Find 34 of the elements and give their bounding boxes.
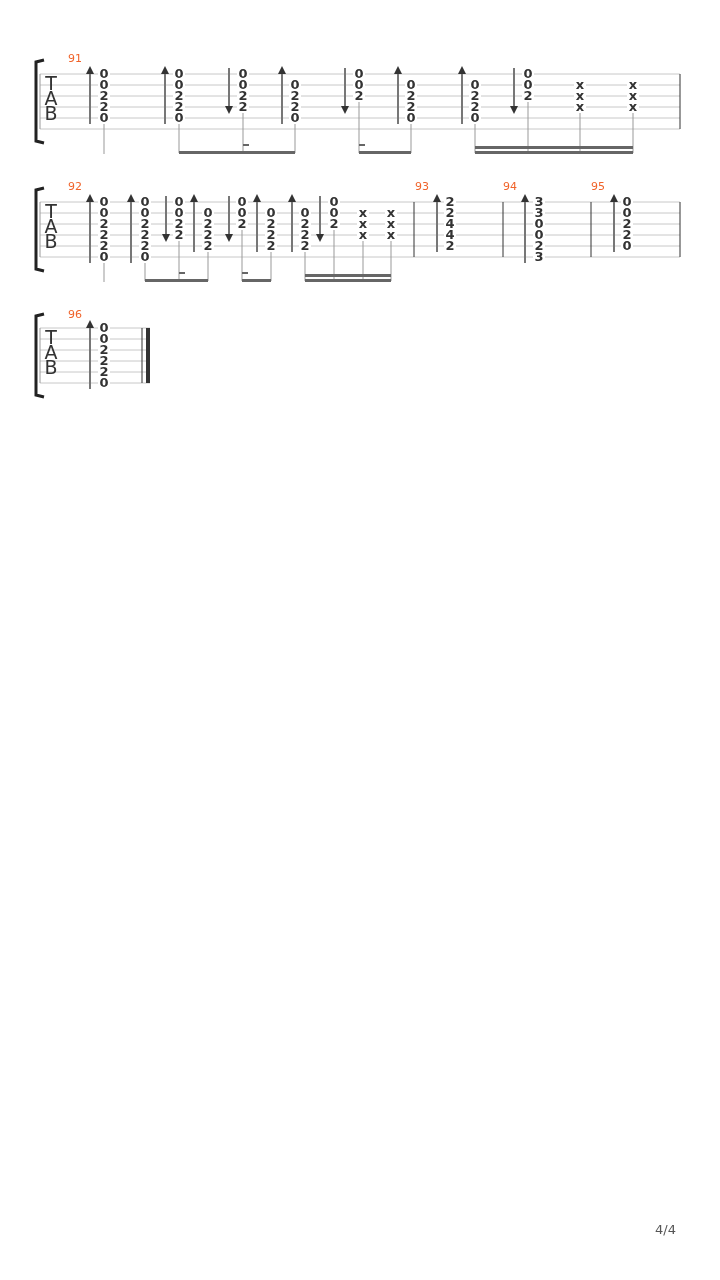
fret-numbers: 0 2 2 0 [405, 79, 417, 123]
fret-numbers: 0 0 2 [236, 196, 248, 229]
fret-numbers: 0 0 2 2 [173, 196, 185, 240]
fret-numbers: 2 2 4 4 2 [444, 196, 456, 251]
fret-numbers: 0 0 2 2 2 0 [139, 196, 151, 262]
fret-numbers: 0 2 2 0 [469, 79, 481, 123]
fret-numbers: 0 2 2 0 [289, 79, 301, 123]
fret-numbers: 0 0 2 2 0 [621, 196, 633, 251]
fret-numbers: 0 0 2 2 [237, 68, 249, 112]
fret-numbers: x x x [627, 79, 639, 112]
measure-number: 96 [68, 308, 82, 321]
measure-number: 91 [68, 52, 82, 65]
fret-numbers: 0 2 2 2 [202, 207, 214, 251]
measure-number: 93 [415, 180, 429, 193]
fret-numbers: x x x [385, 207, 397, 240]
measure-number: 95 [591, 180, 605, 193]
tab-clef: T A B [43, 204, 59, 249]
fret-numbers: 0 0 2 [328, 196, 340, 229]
fret-numbers: 0 0 2 2 2 0 [98, 196, 110, 262]
fret-numbers: 0 0 2 2 0 [173, 68, 185, 123]
tab-clef: T A B [43, 330, 59, 375]
fret-numbers: 0 0 2 [522, 68, 534, 101]
fret-numbers: 0 0 2 2 2 0 [98, 322, 110, 388]
fret-numbers: 3 3 0 0 2 3 [533, 196, 545, 262]
tab-clef: T A B [43, 76, 59, 121]
fret-numbers: 0 2 2 2 [299, 207, 311, 251]
fret-numbers: x x x [357, 207, 369, 240]
fret-numbers: 0 2 2 2 [265, 207, 277, 251]
measure-number: 92 [68, 180, 82, 193]
measure-number: 94 [503, 180, 517, 193]
fret-numbers: 0 0 2 2 0 [98, 68, 110, 123]
page-number: 4/4 [655, 1222, 676, 1237]
fret-numbers: 0 0 2 [353, 68, 365, 101]
fret-numbers: x x x [574, 79, 586, 112]
